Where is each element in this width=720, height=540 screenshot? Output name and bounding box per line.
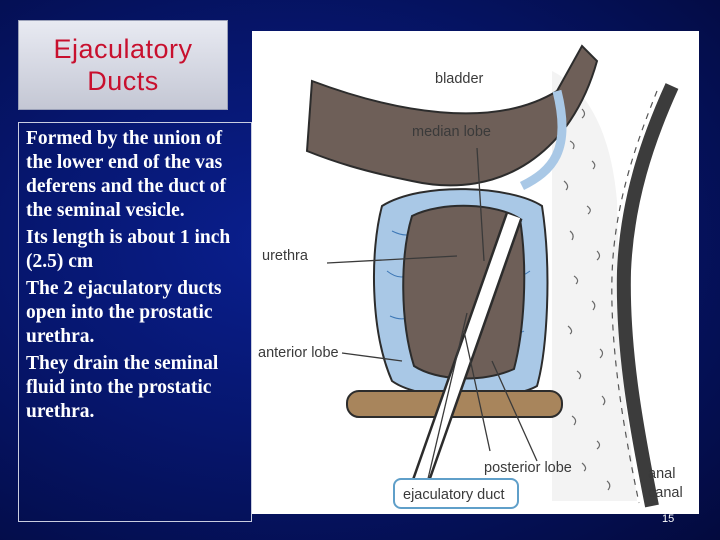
page-number: 15 [662, 513, 675, 525]
label-canal: canal [648, 485, 683, 501]
label-bladder: bladder [435, 71, 484, 87]
paragraph-4: They drain the seminal fluid into the pr… [26, 353, 219, 422]
seminal-region [552, 71, 637, 501]
label-ejaculatory-duct: ejaculatory duct [403, 487, 505, 503]
label-anterior-lobe: anterior lobe [258, 345, 339, 361]
label-urethra: urethra [262, 248, 309, 264]
pointer-lines [326, 147, 538, 484]
paragraph-1: Formed by the union of the lower end of … [26, 128, 227, 221]
paragraph-2: Its length is about 1 inch (2.5) cm [26, 227, 231, 272]
prostate-diagram: bladder median lobe urethra anterior lob… [252, 31, 699, 514]
label-median-lobe: median lobe [412, 124, 491, 140]
title-line-1: Ejaculatory [53, 34, 193, 64]
text-body: Formed by the union of the lower end of … [18, 122, 252, 522]
ejaculatory-duct-highlight [393, 478, 519, 509]
slide-title: Ejaculatory Ducts [18, 20, 228, 110]
label-anal: anal [648, 466, 675, 482]
label-posterior-lobe: posterior lobe [484, 460, 572, 476]
paragraph-3: The 2 ejaculatory ducts open into the pr… [26, 278, 222, 347]
anal-canal-wall [616, 83, 679, 508]
title-line-2: Ducts [87, 66, 159, 96]
dotted-texture [561, 90, 611, 491]
